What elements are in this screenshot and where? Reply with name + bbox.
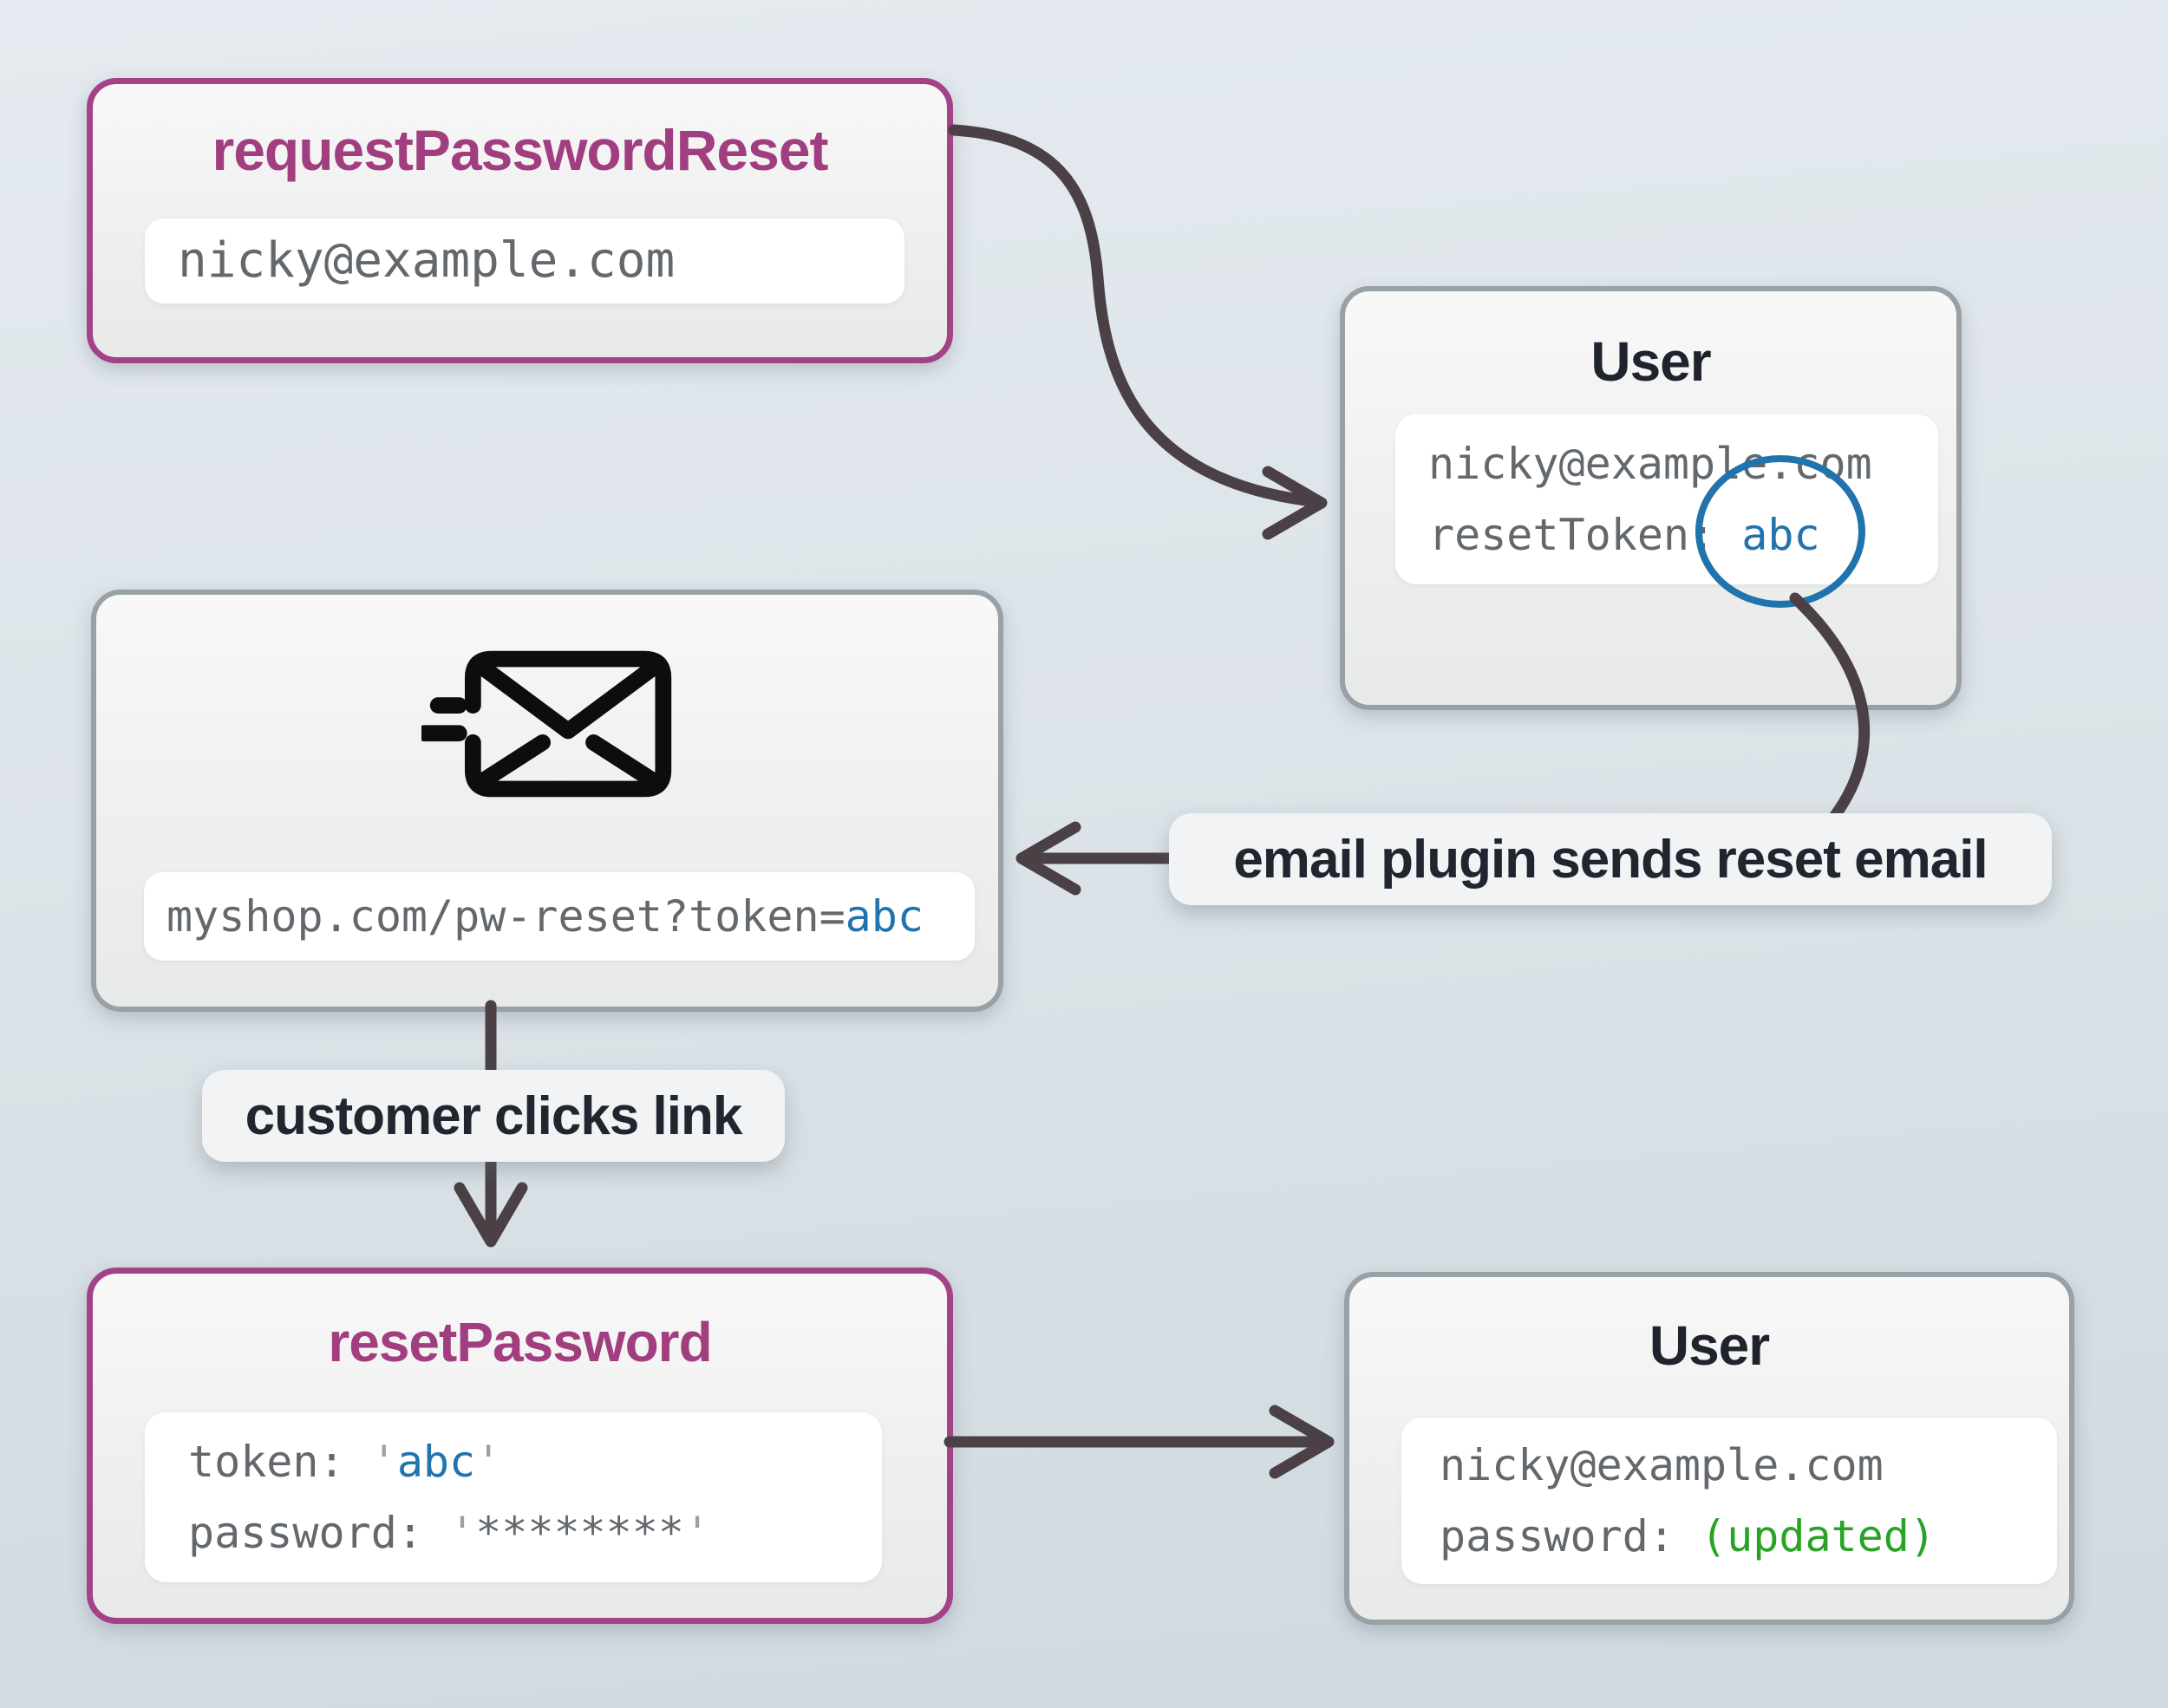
email-value: nicky@example.com — [178, 232, 676, 289]
user-email-line: nicky@example.com — [1428, 439, 1872, 489]
arrowhead-reset-to-user — [1269, 1405, 1335, 1479]
reset-url-token: abc — [845, 891, 924, 942]
arrowhead-email-to-reset — [454, 1182, 528, 1248]
node-title-user-bottom: User — [1649, 1314, 1770, 1377]
user-email-line-bottom: nicky@example.com — [1440, 1440, 1884, 1490]
request-password-reset-node: requestPasswordReset nicky@example.com — [87, 78, 953, 363]
arrowhead-label-to-email — [1015, 821, 1081, 896]
edge-label-email-plugin: email plugin sends reset email — [1169, 813, 2052, 905]
node-title-request-password-reset: requestPasswordReset — [212, 118, 829, 182]
password-masked-value: ******** — [475, 1508, 684, 1558]
user-record-node-bottom: User nicky@example.com password: (update… — [1344, 1272, 2074, 1625]
mail-send-icon — [415, 645, 673, 803]
token-highlight-circle — [1695, 455, 1865, 608]
reset-url-prefix: myshop.com/pw-reset?token= — [167, 891, 846, 942]
reset-url-field: myshop.com/pw-reset?token=abc — [144, 872, 975, 961]
password-updated-line: password: (updated) — [1440, 1511, 1936, 1561]
token-line: token: 'abc' — [188, 1437, 502, 1487]
node-title-reset-password: resetPassword — [328, 1311, 712, 1373]
node-title-user-top: User — [1590, 330, 1711, 393]
password-updated-value: (updated) — [1701, 1511, 1936, 1561]
user-record-node-top: User nicky@example.com resetToken: abc — [1340, 286, 1962, 710]
reset-password-panel: token: 'abc' password: '********' — [145, 1412, 882, 1582]
arrowhead-request-to-user — [1262, 466, 1328, 540]
password-line: password: '********' — [188, 1508, 711, 1558]
edge-label-customer-clicks: customer clicks link — [202, 1070, 785, 1162]
reset-password-node: resetPassword token: 'abc' password: '**… — [87, 1268, 953, 1624]
token-value: abc — [396, 1437, 476, 1487]
email-input-field: nicky@example.com — [145, 218, 904, 303]
user-record-panel-bottom: nicky@example.com password: (updated) — [1401, 1418, 2057, 1584]
reset-email-node: myshop.com/pw-reset?token=abc — [91, 590, 1003, 1012]
arrow-request-to-user — [948, 124, 1311, 506]
